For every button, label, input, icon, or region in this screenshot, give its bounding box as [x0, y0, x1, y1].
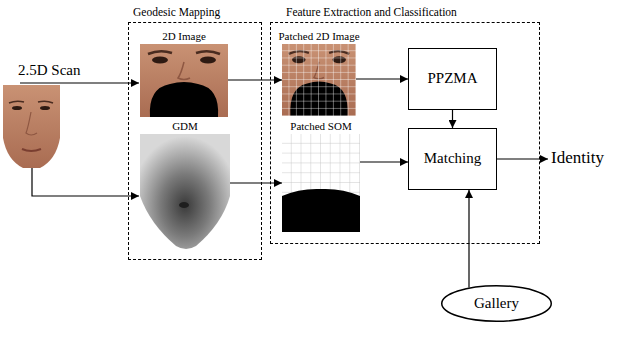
process-box: Matching [408, 128, 497, 190]
input-label: 2.5D Scan [18, 62, 81, 79]
stage-group: 2D ImageGDMGeodesic Mapping [128, 22, 262, 260]
face-eye [40, 106, 50, 110]
face-eye [12, 106, 22, 110]
som-background [282, 134, 360, 232]
face-brow [38, 101, 53, 103]
arrow-connector [356, 78, 408, 79]
face-nose [26, 112, 37, 135]
scan-arrow [32, 168, 139, 196]
arrow-connector [228, 79, 282, 80]
image-panel: GDM [140, 134, 230, 250]
ellipse-shape [442, 286, 552, 322]
output-label: Identity [551, 148, 604, 168]
gdm-mouth [179, 202, 189, 208]
image-caption: 2D Image [162, 30, 206, 43]
arrow-connector [230, 182, 282, 183]
box-label: Gallery [474, 295, 519, 312]
image-panel: Patched 2D Image [282, 44, 356, 116]
image-panel: 2D Image [140, 44, 228, 117]
face-brow [9, 101, 24, 103]
gdm-image [140, 134, 230, 249]
box-label: Matching [424, 150, 482, 167]
output-arrow [497, 158, 548, 159]
patched-texture-image [282, 44, 356, 116]
process-box: PPZMA [408, 48, 497, 110]
arrow-connector [468, 190, 469, 287]
arrow-connector [360, 161, 408, 162]
scan-arrow [20, 82, 139, 83]
image-caption: Patched SOM [290, 120, 351, 133]
section-heading: Geodesic Mapping [133, 6, 220, 19]
scan-face-image [3, 85, 60, 168]
section-heading: Feature Extraction and Classification [286, 6, 457, 19]
stage-group: Patched 2D ImagePPZMAPatched SOMMatching… [270, 22, 540, 244]
som-region [282, 189, 360, 232]
image-caption: GDM [172, 120, 198, 133]
patch-grid [282, 44, 356, 116]
data-store-ellipse: Gallery [441, 285, 552, 322]
som-grid [282, 134, 360, 232]
arrow-connector [452, 110, 453, 128]
image-caption: Patched 2D Image [278, 30, 359, 43]
texture-image [140, 44, 228, 117]
gdm-background [140, 134, 230, 250]
face-skin [3, 85, 60, 168]
face-mouth [22, 149, 41, 151]
box-label: PPZMA [427, 70, 477, 87]
image-panel: Patched SOM [282, 134, 360, 232]
